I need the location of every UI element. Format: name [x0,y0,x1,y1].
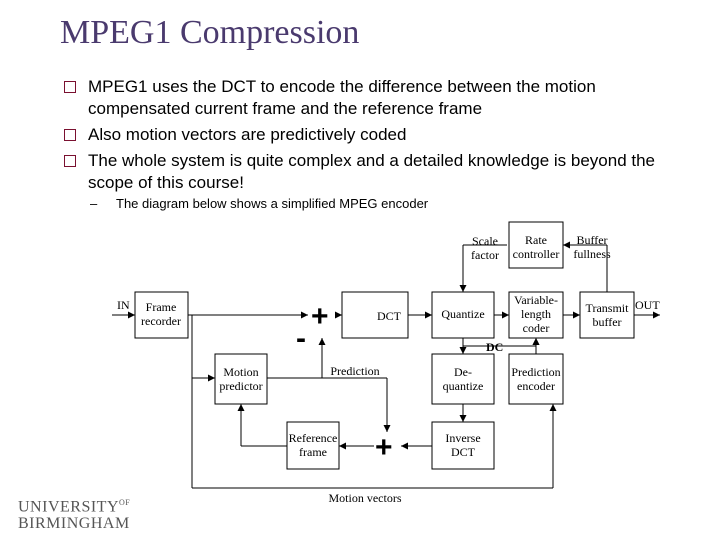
reference-frame-line: frame [299,445,327,459]
plus-sign: + [311,300,329,333]
buffer-fullness-line: Buffer [576,233,607,247]
transmit-buffer-line: Transmit [586,301,630,315]
in-label: IN [117,298,130,312]
bullet-item: MPEG1 uses the DCT to encode the differe… [62,76,682,120]
out-label: OUT [635,298,660,312]
transmit-buffer-line: buffer [592,315,621,329]
sub-bullet-text: The diagram below shows a simplified MPE… [116,196,429,211]
scale-factor-line: factor [471,248,499,262]
plus-sign: + [375,431,393,464]
dequantize-label: De-quantize [443,365,484,393]
rate-controller-line: controller [513,247,560,261]
square-bullet-icon [64,155,76,167]
dequantize-line: De- [454,365,472,379]
slide-title: MPEG1 Compression [60,14,360,51]
quantize-label: Quantize [441,307,484,321]
university-logo: UNIVERSITYOF BIRMINGHAM [18,494,130,532]
scale-factor-line: Scale [472,234,498,248]
vlc-line: Variable- [514,293,558,307]
dct-label: DCT [377,309,402,323]
dequantize-line: quantize [443,379,484,393]
reference-frame-line: Reference [289,431,338,445]
bullet-text: Also motion vectors are predictively cod… [88,125,407,144]
dc-label: DC [486,340,503,354]
frame-recorder-line: Frame [146,300,177,314]
prediction-label: Prediction [330,364,379,378]
motion-predictor-line: Motion [223,365,258,379]
bullet-item: Also motion vectors are predictively cod… [62,124,682,146]
bullet-item: The whole system is quite complex and a … [62,150,682,194]
prediction-encoder-line: encoder [517,379,555,393]
sub-bullet: – The diagram below shows a simplified MP… [90,196,428,211]
rate-controller-line: Rate [525,233,547,247]
logo-of: OF [119,498,131,507]
minus-sign: - [296,322,306,355]
buffer-fullness-line: fullness [573,247,611,261]
inverse-dct-line: Inverse [445,431,480,445]
vlc-line: length [521,307,551,321]
vlc-line: coder [523,321,550,335]
logo-line-1: UNIVERSITY [18,498,119,516]
square-bullet-icon [64,129,76,141]
sub-bullet-dash: – [90,196,98,211]
bullet-list: MPEG1 uses the DCT to encode the differe… [62,76,682,198]
frame-recorder-line: recorder [141,314,181,328]
logo-line-2: BIRMINGHAM [18,515,130,533]
motion-vectors-label: Motion vectors [329,491,402,505]
square-bullet-icon [64,81,76,93]
motion-predictor-line: predictor [219,379,262,393]
inverse-dct-line: DCT [451,445,476,459]
bullet-text: MPEG1 uses the DCT to encode the differe… [88,77,596,118]
prediction-encoder-line: Prediction [511,365,560,379]
bullet-text: The whole system is quite complex and a … [88,151,656,192]
